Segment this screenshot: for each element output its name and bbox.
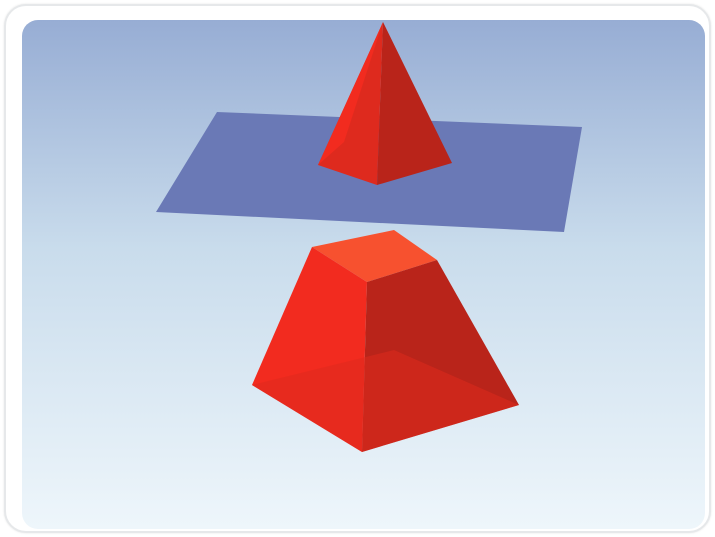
pyramid-section-diagram (22, 20, 705, 529)
image-frame (4, 4, 711, 533)
diagram-canvas (22, 20, 705, 529)
